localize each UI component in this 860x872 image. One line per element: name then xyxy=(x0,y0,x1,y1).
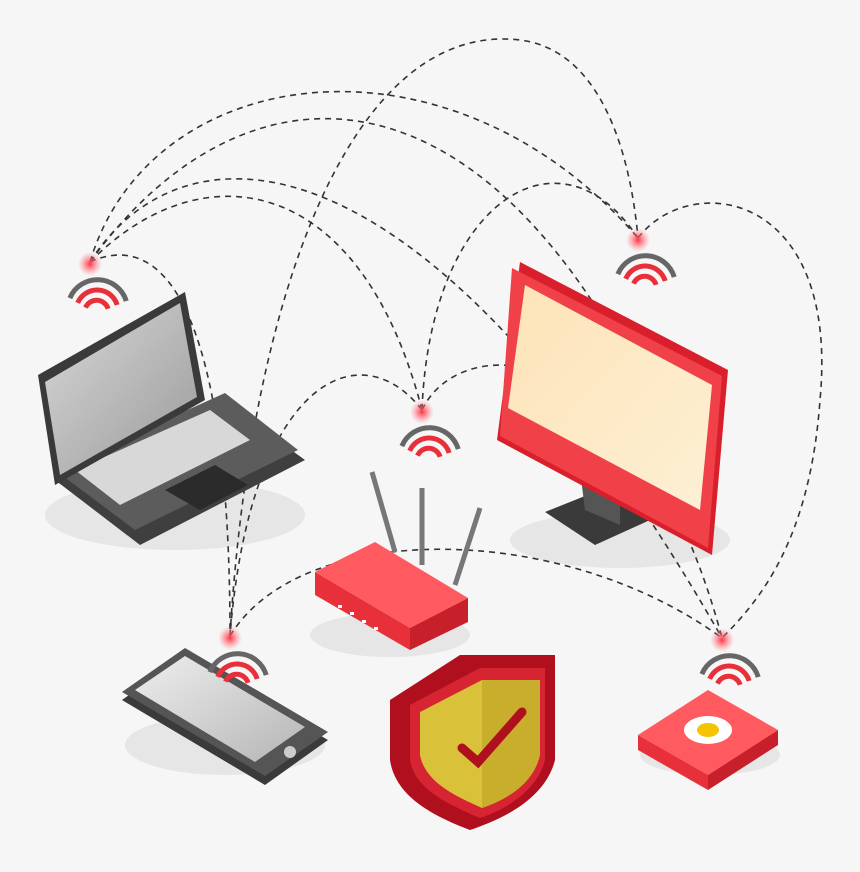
wifi-signal-icon xyxy=(615,228,677,286)
wifi-signal-icon xyxy=(399,400,461,458)
wifi-signal-icon xyxy=(699,628,761,686)
wifi-signal-icons xyxy=(67,228,761,686)
monitor-icon xyxy=(497,262,728,555)
router-icon xyxy=(315,471,483,650)
sensor-icon xyxy=(638,690,778,790)
wifi-signal-icon xyxy=(207,626,269,684)
wifi-signal-icon xyxy=(67,252,129,310)
laptop-icon xyxy=(38,292,305,545)
network-links xyxy=(89,38,823,639)
smartphone-icon xyxy=(122,648,328,785)
shield-check-icon xyxy=(390,655,555,830)
